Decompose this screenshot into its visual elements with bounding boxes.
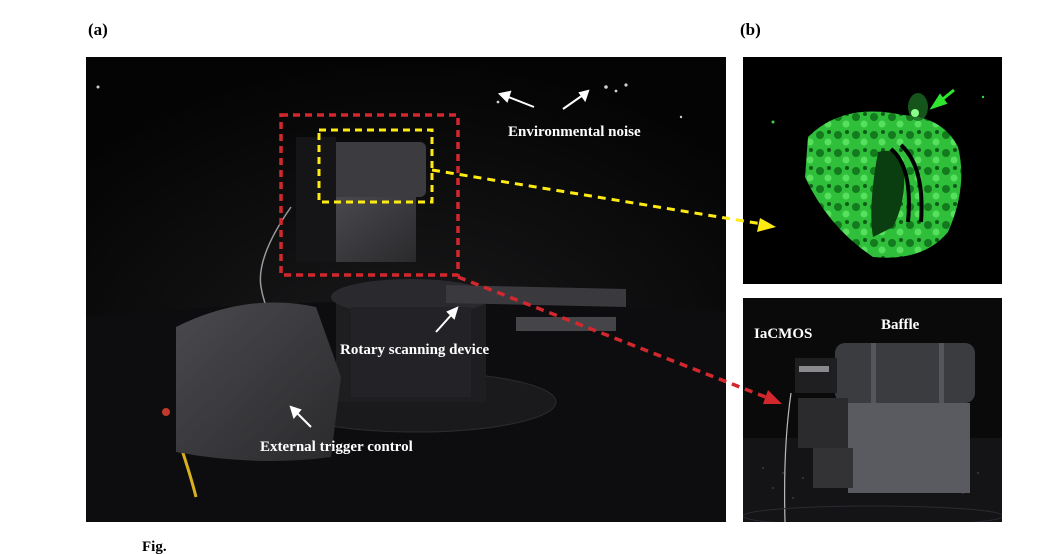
- figure-caption-stub: Fig.: [142, 540, 167, 554]
- annotation-baffle: Baffle: [881, 317, 920, 333]
- annotation-environmental-noise: Environmental noise: [508, 124, 641, 140]
- panel-a-label: (a): [88, 20, 108, 39]
- apparatus-graphic: [743, 343, 1002, 522]
- annotation-rotary-scanning-device: Rotary scanning device: [340, 342, 490, 358]
- annotation-iacmos: IaCMOS: [754, 326, 813, 342]
- main-lab-photo: Environmental noise Rotary scanning devi…: [86, 57, 726, 522]
- main-lab-photo-graphic: [86, 57, 726, 522]
- apparatus-photo: IaCMOS Baffle: [743, 298, 1002, 522]
- reconstruction-graphic: [771, 88, 985, 258]
- panel-b-label: (b): [740, 20, 761, 39]
- reconstruction-image: [743, 57, 1002, 284]
- annotation-external-trigger-control: External trigger control: [260, 439, 413, 455]
